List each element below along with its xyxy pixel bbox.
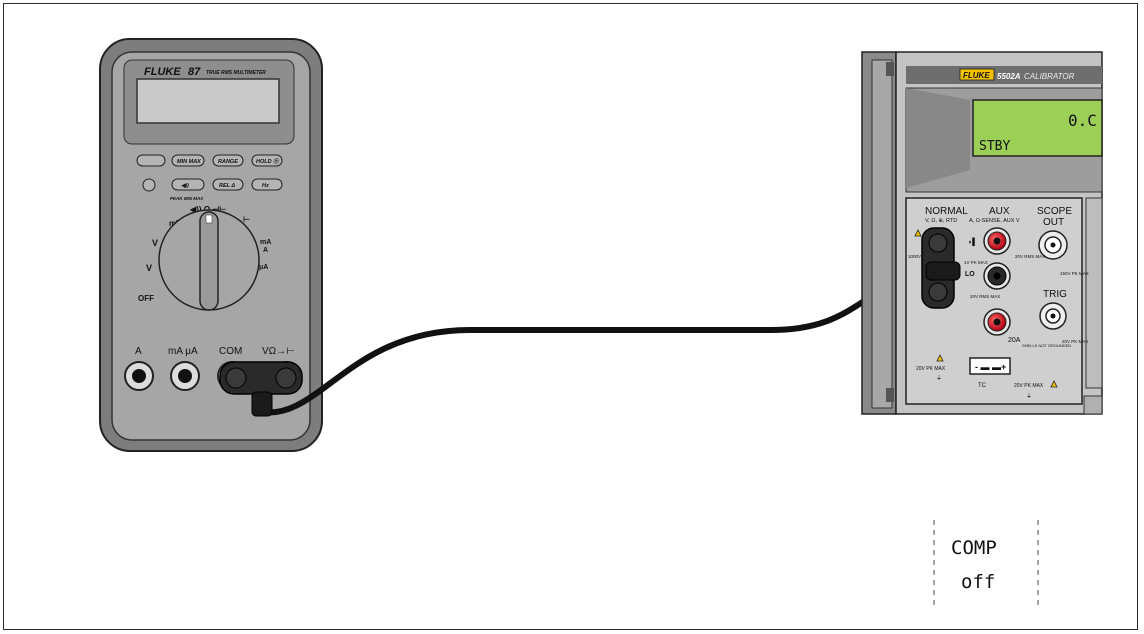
tc-left-rating-label: 20V PK MAX [916,366,946,372]
terminal-panel-side [1086,198,1102,388]
ua-position-label: μA [259,264,268,271]
calibrator-subtitle: CALIBRATOR [1024,72,1075,81]
rel-button-label: REL Δ [219,183,235,189]
aux-lo-rating-label: 20V RMS MAX [970,294,1000,299]
hold-button-label: HOLD ⓗ [256,158,280,165]
jack-vohm-label: VΩ→⊢ [262,346,295,357]
multimeter-lcd [137,79,279,123]
calibrator-lcd-status: STBY [979,139,1010,154]
shells-label: SHELLS NOT GROUNDED [1022,343,1071,348]
off-position-label: OFF [138,294,154,303]
vdc-position-label: V [152,238,158,248]
calibrator-brand: FLUKE [963,71,990,80]
twenty-amp-label: 20A [1008,337,1021,344]
normal-label: NORMAL [925,206,968,217]
comp-status-display: COMP off [934,520,1038,608]
peak-minmax-label: PEAK MIN MAX [170,196,204,201]
multimeter-blank-button[interactable] [137,155,165,166]
scope-label: SCOPE [1037,206,1072,217]
tc-right-rating-label: 20V PK MAX [1014,383,1044,389]
aux-lo-jack-hole [994,273,1001,280]
current-icon: ◗▌ [968,237,977,247]
comp-status-line1: COMP [951,537,997,559]
aux-label: AUX [989,206,1010,217]
normal-sublabel: V, Ω, ⊕, RTD [925,218,957,224]
beeper-button-label: ◀)) [181,183,189,189]
rotary-dial-knob[interactable] [200,212,218,310]
test-lead-cable [262,276,930,413]
calibrator-handle-inner [872,60,892,408]
tc-connector-pins: - ▬ ▬+ [975,362,1006,372]
minmax-button-label: MIN MAX [177,159,201,165]
handle-screw-top [886,62,894,76]
lo-rating-label: 1V PK MAX [964,260,988,265]
chassis-ground-icon: ⏚ [1026,393,1032,400]
multimeter-brand: FLUKE [144,66,181,78]
handle-screw-bottom [886,388,894,402]
scope-rating-label: 150V PK MAX [1060,271,1089,276]
calibrator-lcd-reading: 0.C [1068,111,1097,130]
range-button-label: RANGE [218,159,238,165]
aux-hi-jack-hole [994,238,1001,245]
calibrator-foot [1084,396,1102,414]
jack-a-label: A [135,346,142,357]
jack-ma-label: mA μA [168,346,198,357]
comp-status-line2: off [961,571,995,593]
calibrator-dual-banana-plug[interactable] [922,228,960,308]
aux-sublabel: A, Ω-SENSE, AUX V [969,218,1020,224]
scope-out-bnc-pin [1051,243,1056,248]
vac-position-label: V [146,263,152,273]
trig-label: TRIG [1043,289,1067,300]
ground-icon: ⏚ [936,375,942,382]
dial-pointer [206,215,212,223]
scope-sublabel: OUT [1043,217,1064,228]
hz-button-label: Hz [262,183,269,189]
aux-rating-label: 20V RMS MAX [1015,254,1045,259]
backlight-button[interactable] [143,179,155,191]
tc-label: TC [978,383,987,389]
jack-ma-hole [178,369,192,383]
calibrator: FLUKE 5502A CALIBRATOR 0.C STBY NORMAL V… [862,52,1102,414]
multimeter-subtitle: TRUE RMS MULTIMETER [206,70,266,76]
multimeter-model: 87 [188,66,201,78]
calibrator-model: 5502A [997,72,1021,81]
jack-a-hole [132,369,146,383]
jack-com-label: COM [219,346,242,357]
twenty-amp-jack-hole [994,319,1001,326]
trig-bnc-pin [1051,314,1056,319]
lo-label: LO [965,271,975,278]
ma-a-position-label: mA [260,239,271,246]
a-position-label: A [263,247,268,254]
